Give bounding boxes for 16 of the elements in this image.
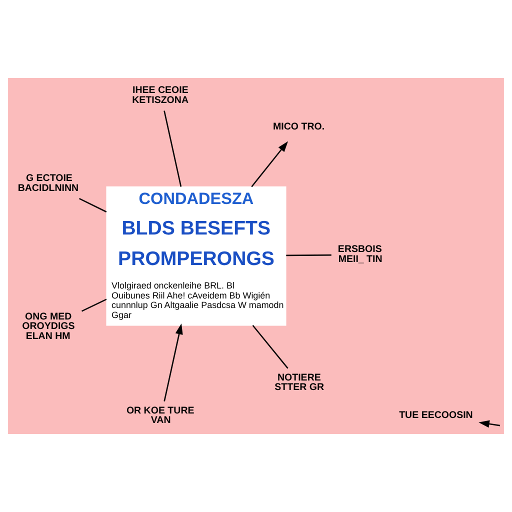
connector xyxy=(81,298,107,312)
connector xyxy=(164,110,182,187)
connector xyxy=(252,324,288,369)
node-text: G ECTOIE BACIDLNINN xyxy=(18,172,79,194)
connector xyxy=(286,254,332,256)
node-text: ONG MED OROYDIGS ELAN HM xyxy=(22,311,75,342)
node-text: TUE EECOOSIN xyxy=(399,410,473,421)
node-text: ERSBOIS MEII_ TIN xyxy=(338,244,382,265)
node-text: IHEE CEOIE KETISZONA xyxy=(132,85,189,106)
arrow xyxy=(251,141,288,188)
connector xyxy=(79,198,107,212)
arrow xyxy=(478,420,500,428)
node-text: OR KOE TURE VAN xyxy=(126,405,194,426)
node-text: MICO TRO. xyxy=(273,122,325,133)
arrow xyxy=(164,324,183,402)
node-text: NOTIERE STTER GR xyxy=(274,372,324,394)
